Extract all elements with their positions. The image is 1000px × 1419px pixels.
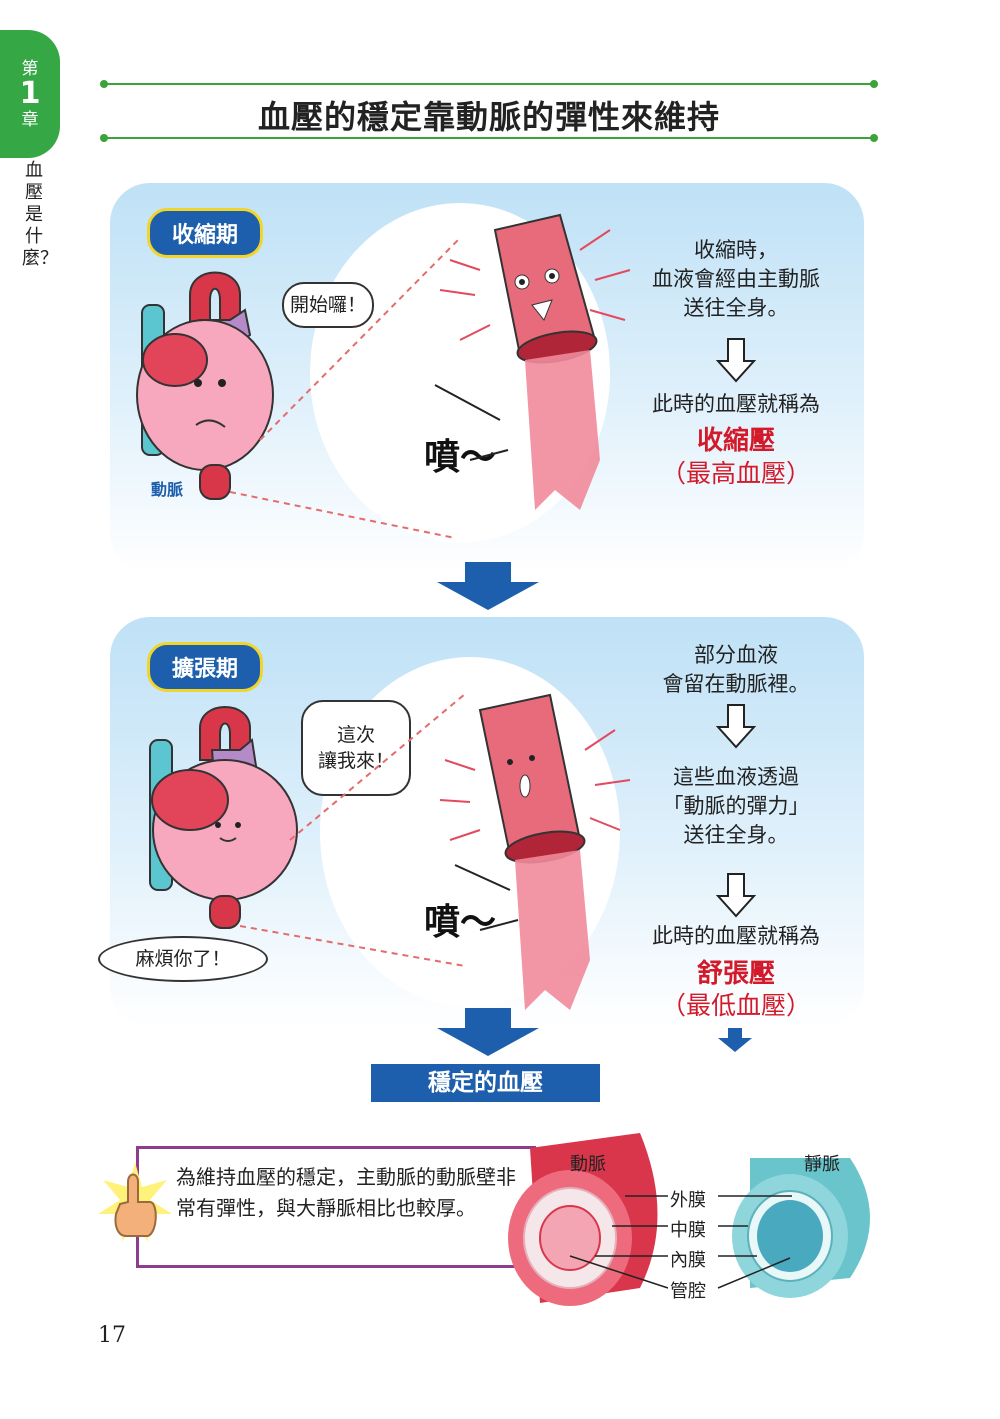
diastole-desc-line: 部分血液 xyxy=(694,643,778,667)
motion-lines xyxy=(434,384,509,461)
speech-line: 這次 xyxy=(336,724,375,746)
vein-name: 靜脈 xyxy=(804,1154,840,1175)
diastole-desc-line: 這些血液透過 xyxy=(673,765,799,789)
zoom-lines xyxy=(230,237,461,539)
speech-bubble-artery: 這次 讓我來！ xyxy=(301,700,411,796)
diastole-desc-line: 「動脈的彈力」 xyxy=(662,794,810,818)
zoom-lines xyxy=(240,693,466,967)
page-number: 17 xyxy=(98,1323,126,1348)
layer-label-intima: 內膜 xyxy=(668,1246,708,1272)
puff-text-diastole: 噴～ xyxy=(424,901,497,943)
speech-bubble-heart: 麻煩你了！ xyxy=(98,936,268,982)
systole-desc-2: 此時的血壓就稱為 xyxy=(652,392,820,416)
note-text: 為維持血壓的穩定，主動脈的動脈壁非常有彈性，與大靜脈相比也較厚。 xyxy=(176,1165,516,1220)
down-arrow-icon xyxy=(716,704,756,749)
small-down-arrow-icon xyxy=(718,1028,752,1052)
speech-line: 讓我來！ xyxy=(317,750,394,772)
systole-desc-line: 血液會經由主動脈 xyxy=(652,267,820,291)
systole-desc-line: 收縮時， xyxy=(694,238,778,262)
big-down-arrow-icon xyxy=(437,562,539,610)
big-down-arrow-icon xyxy=(437,1008,539,1056)
systole-desc-1: 收縮時， 血液會經由主動脈 送往全身。 xyxy=(616,236,856,323)
chapter-tab: 第 1 章 xyxy=(0,30,60,158)
layer-label-media: 中膜 xyxy=(668,1216,708,1242)
speech-bubble-start: 開始囉！ xyxy=(282,282,374,328)
layer-label-lumen: 管腔 xyxy=(668,1277,708,1303)
title-rule-bottom xyxy=(100,134,878,142)
artery-character xyxy=(440,693,631,1010)
artery-character xyxy=(440,213,631,510)
stable-pressure-label: 穩定的血壓 xyxy=(371,1064,600,1102)
chapter-number: 1 xyxy=(19,76,41,111)
diastolic-pressure-term: 舒張壓 xyxy=(696,959,775,989)
systolic-pressure-term: 收縮壓 xyxy=(696,426,775,456)
diastole-desc-line: 送往全身。 xyxy=(683,823,789,847)
diastole-phase-label: 擴張期 xyxy=(147,642,264,692)
systole-desc-line: 送往全身。 xyxy=(683,296,789,320)
diastole-desc-2: 這些血液透過 「動脈的彈力」 送往全身。 xyxy=(616,763,856,850)
down-arrow-icon xyxy=(716,873,756,918)
systole-phase-label: 收縮期 xyxy=(147,208,264,258)
chapter-label-top: 第 xyxy=(21,59,39,79)
diastole-desc-1: 部分血液 會留在動脈裡。 xyxy=(616,641,856,699)
motion-lines xyxy=(454,864,519,931)
artery-label: 動脈 xyxy=(151,480,184,499)
title-rule-top xyxy=(100,80,878,88)
down-arrow-icon xyxy=(716,338,756,383)
systolic-pressure-sub: （最高血壓） xyxy=(660,459,811,488)
note-box xyxy=(136,1146,536,1268)
chapter-label-bottom: 章 xyxy=(21,110,39,130)
layer-label-adventitia: 外膜 xyxy=(668,1186,708,1212)
heart-illustration xyxy=(136,271,274,500)
diastole-desc-line: 會留在動脈裡。 xyxy=(662,672,810,696)
pointing-hand-icon xyxy=(98,1162,172,1242)
diastolic-pressure-sub: （最低血壓） xyxy=(660,991,811,1020)
chapter-title: 血壓是什麼？ xyxy=(22,160,58,269)
vessel-cross-section xyxy=(508,1133,870,1306)
diastole-desc-3: 此時的血壓就稱為 xyxy=(652,924,820,948)
heart-illustration xyxy=(149,706,298,929)
page-title: 血壓的穩定靠動脈的彈性來維持 xyxy=(257,98,720,136)
artery-name: 動脈 xyxy=(570,1154,606,1175)
